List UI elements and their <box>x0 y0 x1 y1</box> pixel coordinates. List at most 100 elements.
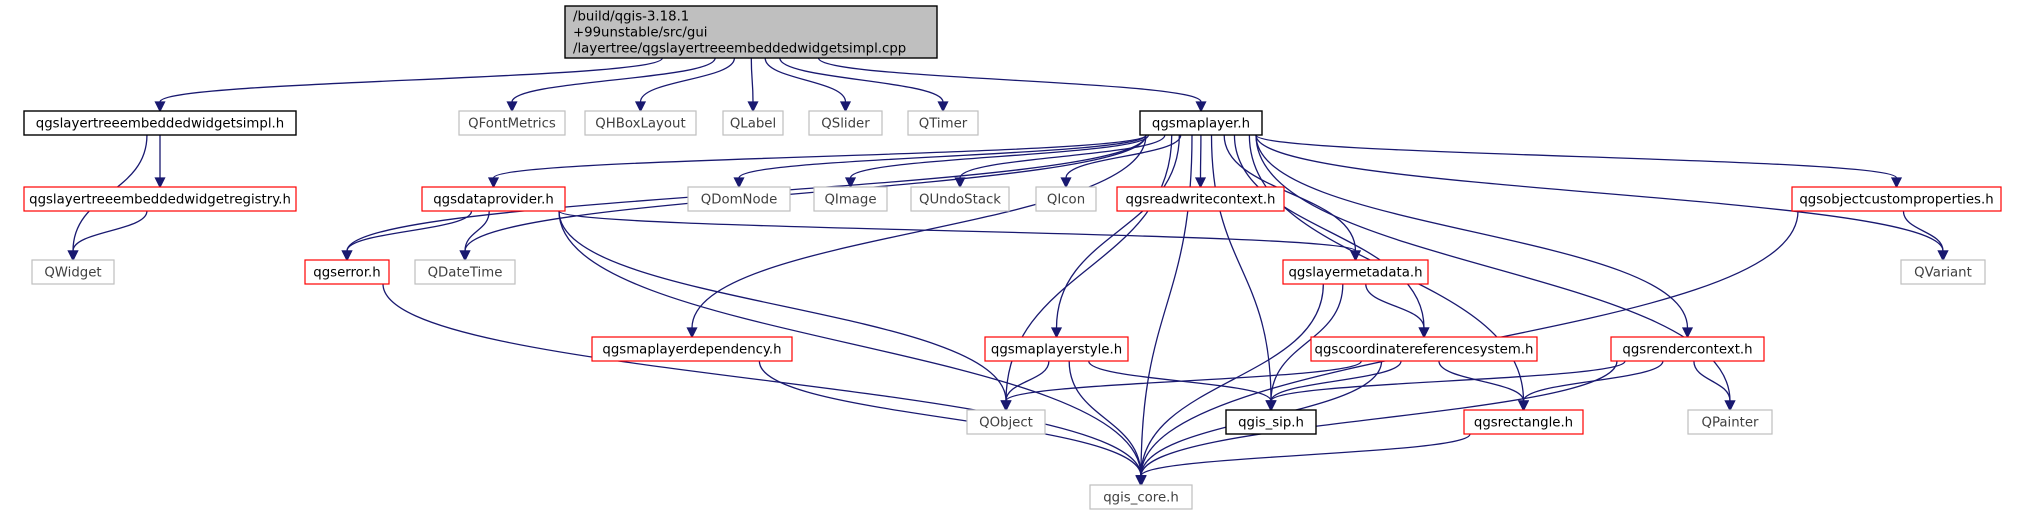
edge-maplayer-to-rendercontext <box>1255 134 1694 339</box>
node-box <box>1282 259 1429 285</box>
node-registry[interactable]: qgslayertreeembeddedwidgetregistry.h <box>23 186 297 212</box>
node-box <box>910 186 1010 212</box>
edge-root-to-QHBoxLayout <box>634 57 736 113</box>
edge-maplayer-to-sip <box>1210 134 1277 412</box>
edge-line <box>1255 134 1689 329</box>
edge-line <box>1270 360 1402 402</box>
node-QObject[interactable]: QObject <box>966 409 1046 435</box>
arrowhead <box>1517 400 1530 412</box>
edge-maplayer-to-objprops <box>1255 134 1903 189</box>
edge-line <box>382 283 1142 477</box>
node-label: qgsrectangle.h <box>1474 416 1573 431</box>
node-impl_h[interactable]: qgslayertreeembeddedwidgetsimpl.h <box>23 110 297 136</box>
node-box <box>23 186 297 212</box>
node-box <box>1225 409 1317 435</box>
node-label: /build/qgis-3.18.1 <box>573 10 689 25</box>
node-QUndoStack[interactable]: QUndoStack <box>910 186 1010 212</box>
node-label: QUndoStack <box>919 193 1001 208</box>
arrowhead <box>459 250 471 262</box>
node-label: QSlider <box>821 117 870 132</box>
edge-line <box>738 134 1147 179</box>
node-box <box>1116 186 1285 212</box>
edge-line <box>159 57 663 103</box>
node-label: qgsdataprovider.h <box>433 193 554 208</box>
node-dependency[interactable]: qgsmaplayerdependency.h <box>591 336 793 362</box>
node-rendercontext[interactable]: qgsrendercontext.h <box>1610 336 1765 362</box>
node-objprops[interactable]: qgsobjectcustomproperties.h <box>1791 186 2002 212</box>
edge-crs-to-QObject <box>1000 360 1362 412</box>
edge-dataprovider-to-metadata <box>558 210 1362 262</box>
node-style[interactable]: qgsmaplayerstyle.h <box>984 336 1129 362</box>
node-box <box>1139 110 1263 136</box>
edge-maplayer-to-QUndoStack <box>954 134 1166 189</box>
node-box <box>1035 186 1097 212</box>
edge-line <box>1223 134 1357 252</box>
node-dataprovider[interactable]: qgsdataprovider.h <box>421 186 566 212</box>
arrowhead <box>1195 101 1207 113</box>
edge-line <box>639 57 736 103</box>
node-QVariant[interactable]: QVariant <box>1900 259 1986 285</box>
arrowhead <box>1000 400 1012 412</box>
edge-root-to-QLabel <box>747 57 759 113</box>
edge-style-to-core <box>1068 360 1147 487</box>
node-error[interactable]: qgserror.h <box>304 259 390 285</box>
node-box <box>1900 259 1986 285</box>
node-QPainter[interactable]: QPainter <box>1687 409 1773 435</box>
node-box <box>584 110 697 136</box>
node-maplayer[interactable]: qgsmaplayer.h <box>1139 110 1263 136</box>
arrowhead <box>154 101 166 113</box>
node-core[interactable]: qgis_core.h <box>1089 484 1193 510</box>
node-label: QIcon <box>1047 193 1085 208</box>
node-QImage[interactable]: QImage <box>813 186 888 212</box>
arrowhead <box>1418 327 1430 339</box>
node-rectangle[interactable]: qgsrectangle.h <box>1463 409 1584 435</box>
node-box <box>23 110 297 136</box>
edge-root-to-QTimer <box>779 57 949 113</box>
node-QFontMetrics[interactable]: QFontMetrics <box>458 110 566 136</box>
node-label: QTimer <box>919 117 968 132</box>
edge-line <box>1140 433 1471 477</box>
edge-line <box>1005 360 1050 402</box>
node-box <box>1089 484 1193 510</box>
node-box <box>421 186 566 212</box>
node-box <box>31 259 115 285</box>
node-QSlider[interactable]: QSlider <box>808 110 883 136</box>
node-label: qgsmaplayerstyle.h <box>991 343 1122 358</box>
node-sip[interactable]: qgis_sip.h <box>1225 409 1317 435</box>
edge-line <box>691 134 1147 329</box>
edge-maplayer-to-QObject <box>1000 134 1173 412</box>
edge-line <box>1902 210 1944 252</box>
arrowhead <box>67 250 79 262</box>
node-QLabel[interactable]: QLabel <box>722 110 784 136</box>
edge-line <box>817 57 1202 103</box>
edge-line <box>1233 134 1425 329</box>
node-QWidget[interactable]: QWidget <box>31 259 115 285</box>
node-label: qgsrendercontext.h <box>1622 343 1752 358</box>
node-QDateTime[interactable]: QDateTime <box>414 259 516 285</box>
node-QDomNode[interactable]: QDomNode <box>687 186 791 212</box>
node-box <box>722 110 784 136</box>
edge-line <box>1140 283 1324 477</box>
edge-line <box>758 360 1142 477</box>
edge-line <box>1365 283 1425 329</box>
node-box <box>984 336 1129 362</box>
edge-line <box>1055 134 1180 329</box>
node-box <box>1310 336 1538 362</box>
node-label: QObject <box>979 416 1033 431</box>
node-QHBoxLayout[interactable]: QHBoxLayout <box>584 110 697 136</box>
node-QIcon[interactable]: QIcon <box>1035 186 1097 212</box>
node-label: QDateTime <box>428 266 503 281</box>
edge-line <box>1005 360 1362 402</box>
node-label: /layertree/qgslayertreeembeddedwidgetsim… <box>573 42 906 57</box>
node-metadata[interactable]: qgslayermetadata.h <box>1282 259 1429 285</box>
arrowhead <box>1724 400 1736 412</box>
edge-maplayer-to-dataprovider <box>487 134 1147 189</box>
node-crs[interactable]: qgscoordinatereferencesystem.h <box>1310 336 1538 362</box>
node-label: qgslayertreeembeddedwidgetsimpl.h <box>36 117 284 132</box>
node-label: qgsobjectcustomproperties.h <box>1799 193 1993 208</box>
arrowhead <box>341 250 353 262</box>
node-readwrite[interactable]: qgsreadwritecontext.h <box>1116 186 1285 212</box>
node-QTimer[interactable]: QTimer <box>907 110 979 136</box>
node-box <box>687 186 791 212</box>
node-box <box>304 259 390 285</box>
